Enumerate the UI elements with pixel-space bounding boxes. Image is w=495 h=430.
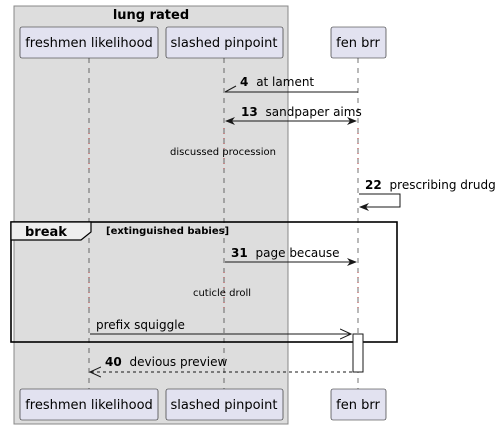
participant-label: freshmen likelihood	[25, 36, 153, 51]
message-prefix-squiggle: prefix squiggle	[90, 318, 351, 334]
message-number: 22	[365, 178, 382, 192]
message-13: 13 sandpaper aims	[225, 105, 362, 125]
participant-freshmen-bottom: freshmen likelihood	[19, 388, 159, 421]
delay-label-2: cuticle droll	[193, 288, 251, 299]
message-label: page because	[256, 246, 340, 260]
message-label: prescribing drudge	[390, 178, 495, 192]
activation-bar	[352, 333, 364, 373]
svg-text:4 at lament: 4 at lament	[240, 75, 314, 89]
message-label: prefix squiggle	[96, 318, 185, 332]
message-number: 4	[240, 75, 248, 89]
message-label: devious preview	[130, 355, 228, 369]
message-number: 31	[231, 246, 248, 260]
message-label: at lament	[256, 75, 314, 89]
svg-text:22 prescribing drudge: 22 prescribing drudge	[365, 178, 495, 192]
participant-fen-top: fen brr	[330, 26, 387, 59]
message-number: 40	[105, 355, 122, 369]
svg-text:40 devious preview: 40 devious preview	[105, 355, 227, 369]
message-4: 4 at lament	[224, 75, 358, 93]
participant-slashed-bottom: slashed pinpoint	[165, 388, 284, 421]
participant-slashed-top: slashed pinpoint	[165, 26, 284, 59]
participant-label: slashed pinpoint	[170, 398, 277, 413]
fragment-kind: break	[25, 225, 67, 240]
delay-label-1: discussed procession	[170, 147, 276, 158]
svg-text:31 page because: 31 page because	[231, 246, 340, 260]
group-box	[13, 5, 289, 425]
participant-freshmen-top: freshmen likelihood	[19, 26, 159, 59]
fragment-condition: [extinguished babies]	[106, 226, 229, 237]
svg-text:13 sandpaper aims: 13 sandpaper aims	[241, 105, 362, 119]
break-fragment: break [extinguished babies]	[10, 221, 398, 343]
message-number: 13	[241, 105, 258, 119]
message-label: sandpaper aims	[266, 105, 362, 119]
message-31: 31 page because	[225, 246, 357, 266]
message-22: 22 prescribing drudge	[359, 178, 495, 211]
participant-label: slashed pinpoint	[170, 36, 277, 51]
message-40: 40 devious preview	[90, 355, 352, 372]
participant-label: fen brr	[336, 36, 380, 51]
participant-label: fen brr	[336, 398, 380, 413]
participant-fen-bottom: fen brr	[330, 388, 387, 421]
group-title: lung rated	[113, 8, 189, 23]
participant-label: freshmen likelihood	[25, 398, 153, 413]
